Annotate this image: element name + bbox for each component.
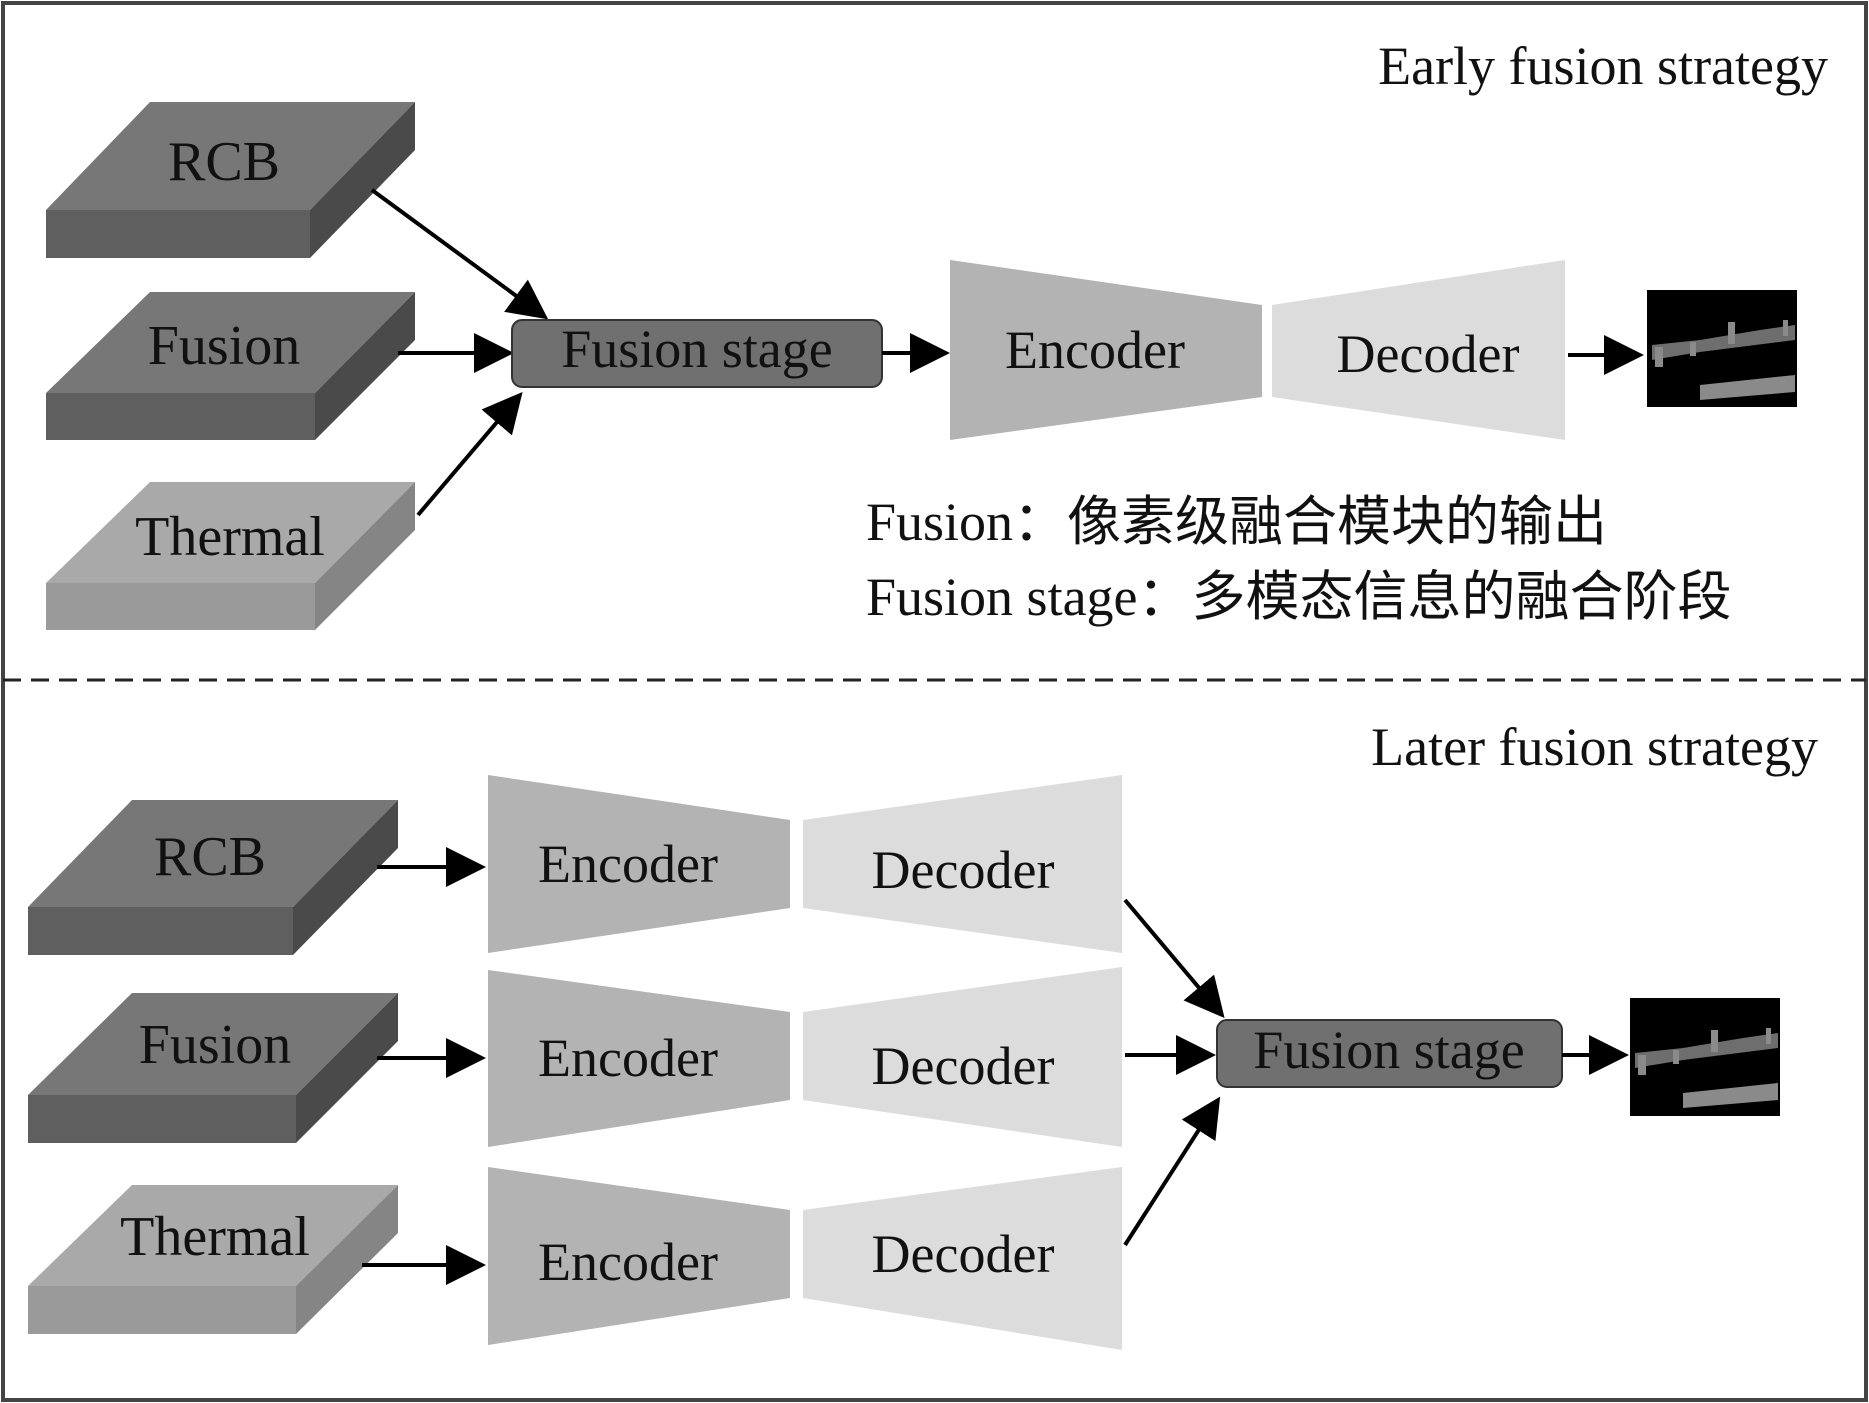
later-encoder-shape [488,1167,790,1345]
later-encoder-label: Encoder [538,1232,718,1292]
later-encoder-shape [488,970,790,1147]
later-input-rcb: RCB [28,800,398,955]
early-output-segmentation-image [1647,290,1797,407]
early-encoder-shape [950,260,1262,440]
later-input-label: Fusion [139,1014,292,1076]
later-input-label: RCB [154,826,266,888]
early-fusion-stage-label: Fusion stage [561,319,833,379]
later-decoder-label: Decoder [872,1036,1055,1096]
early-input-label: RCB [168,131,280,193]
arrow-thermal-to-fusion-stage [416,391,523,517]
early-input-fusion: Fusion [46,292,415,440]
later-encoder-label: Encoder [538,834,718,894]
early-title: Early fusion strategy [1378,36,1828,96]
early-encoder-label: Encoder [1005,320,1185,380]
later-encoder-label: Encoder [538,1028,718,1088]
early-decoder-shape [1272,260,1565,440]
early-input-thermal: Thermal [46,482,415,630]
later-decoder-shape [803,967,1122,1147]
arrow-rcb-to-fusion-stage [370,188,549,320]
legend-fusion-stage: Fusion stage：多模态信息的融合阶段 [866,567,1732,627]
early-input-label: Fusion [148,315,301,377]
early-input-rcb: RCB [46,102,415,258]
legend-fusion: Fusion：像素级融合模块的输出 [866,492,1607,552]
early-input-label: Thermal [135,506,325,568]
later-fusion-section: Later fusion strategy RCB Fusion Thermal… [28,717,1818,1350]
later-title: Later fusion strategy [1371,717,1818,777]
later-input-thermal: Thermal [28,1185,398,1334]
later-decoder-shape [803,1167,1122,1350]
later-input-label: Thermal [120,1206,310,1268]
arrow-decoder3-to-fusion-stage [1123,1096,1221,1247]
later-encoder-shape [488,775,790,953]
later-fusion-stage-label: Fusion stage [1253,1020,1525,1080]
early-fusion-section: Early fusion strategy RCB Fusion Thermal… [46,36,1828,630]
later-output-segmentation-image [1630,998,1780,1116]
later-decoder-label: Decoder [872,1224,1055,1284]
arrow-decoder1-to-fusion-stage [1123,898,1225,1019]
later-input-fusion: Fusion [28,993,398,1143]
later-decoder-label: Decoder [872,840,1055,900]
early-decoder-label: Decoder [1337,324,1520,384]
later-decoder-shape [803,775,1122,953]
